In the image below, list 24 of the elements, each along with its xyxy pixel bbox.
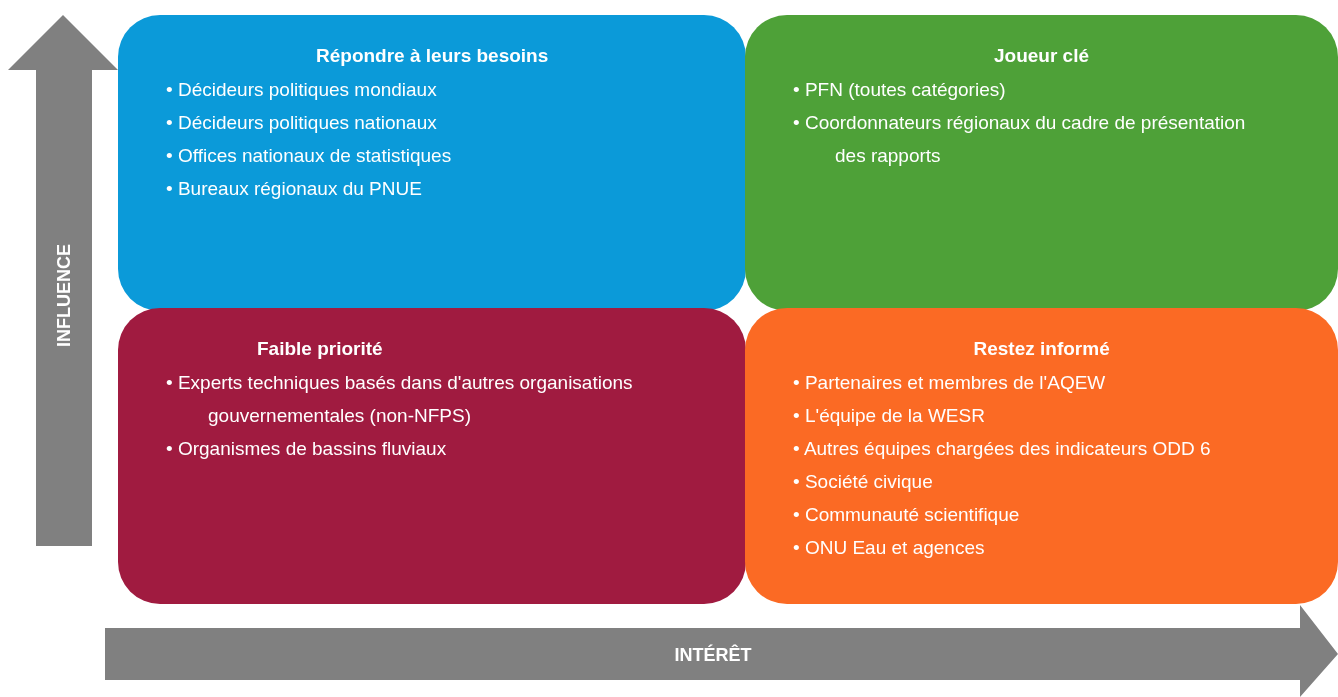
quadrant-box — [118, 15, 746, 311]
list-item: • PFN (toutes catégories) — [793, 78, 1007, 102]
quadrant-box — [745, 308, 1338, 604]
axis-label: INTÉRÊT — [674, 644, 752, 666]
list-item: • Bureaux régionaux du PNUE — [166, 177, 423, 201]
list-item: • Communauté scientifique — [793, 503, 1021, 527]
list-item: • Experts techniques basés dans d'autres organisations gouvernementales (non-NFPS) — [166, 371, 634, 428]
quadrant-box — [745, 15, 1338, 311]
list-item: • Société civique — [793, 470, 934, 494]
list-item: • ONU Eau et agences — [793, 536, 986, 560]
list-item: • Partenaires et membres de l'AQEW — [793, 371, 1107, 395]
list-item: • Décideurs politiques mondiaux — [166, 78, 438, 102]
quadrant-heading: Restez informé — [973, 338, 1110, 360]
quadrant-heading: Faible priorité — [257, 338, 383, 360]
list-item: • L'équipe de la WESR — [793, 404, 986, 428]
list-item: • Organismes de bassins fluviaux — [166, 437, 448, 461]
list-item: • Offices nationaux de statistiques — [166, 144, 453, 168]
quadrant-box — [118, 308, 746, 604]
quadrant-heading: Répondre à leurs besoins — [316, 45, 549, 67]
list-item: • Coordonnateurs régionaux du cadre de présentation des rapports — [793, 111, 1247, 168]
list-item: • Décideurs politiques nationaux — [166, 111, 438, 135]
quadrant-heading: Joueur clé — [994, 45, 1090, 67]
list-item: • Autres équipes chargées des indicateurs ODD 6 — [793, 437, 1212, 461]
axis-label: INFLUENCE — [53, 243, 75, 347]
